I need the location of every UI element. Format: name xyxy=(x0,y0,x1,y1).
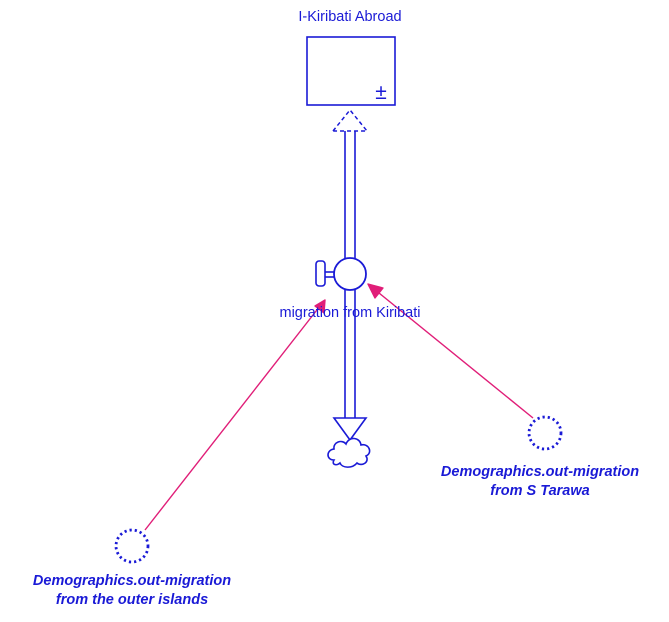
stock-plus-minus-icon: ± xyxy=(375,81,387,104)
flow-label: migration from Kiribati xyxy=(279,305,421,321)
ghost-label-outer-islands-line2: from the outer islands xyxy=(55,592,209,608)
valve-handle-icon xyxy=(315,260,334,287)
ghost-converter-outer-islands[interactable] xyxy=(114,528,150,564)
ghost-label-outer-islands: Demographics.out-migration from the oute… xyxy=(0,572,264,610)
ghost-label-s-tarawa: Demographics.out-migration from S Tarawa xyxy=(390,463,669,501)
stock-label: I-Kiribati Abroad xyxy=(298,9,402,25)
stock-i-kiribati-abroad[interactable] xyxy=(306,36,396,106)
flow-pipe-lower xyxy=(344,289,356,418)
flow-pipe-upper xyxy=(344,131,356,262)
cloud-icon xyxy=(327,437,371,468)
flow-outflow-arrowhead xyxy=(332,417,368,442)
ghost-label-outer-islands-line1: Demographics.out-migration xyxy=(32,573,232,589)
flow-valve[interactable] xyxy=(333,257,367,291)
ghost-converter-s-tarawa[interactable] xyxy=(527,415,563,451)
connector-outer-islands[interactable] xyxy=(144,299,326,531)
ghost-label-s-tarawa-line1: Demographics.out-migration xyxy=(440,464,640,480)
ghost-label-s-tarawa-line2: from S Tarawa xyxy=(490,483,590,499)
flow-inflow-arrowhead xyxy=(331,108,369,132)
connector-s-tarawa[interactable] xyxy=(367,283,534,419)
